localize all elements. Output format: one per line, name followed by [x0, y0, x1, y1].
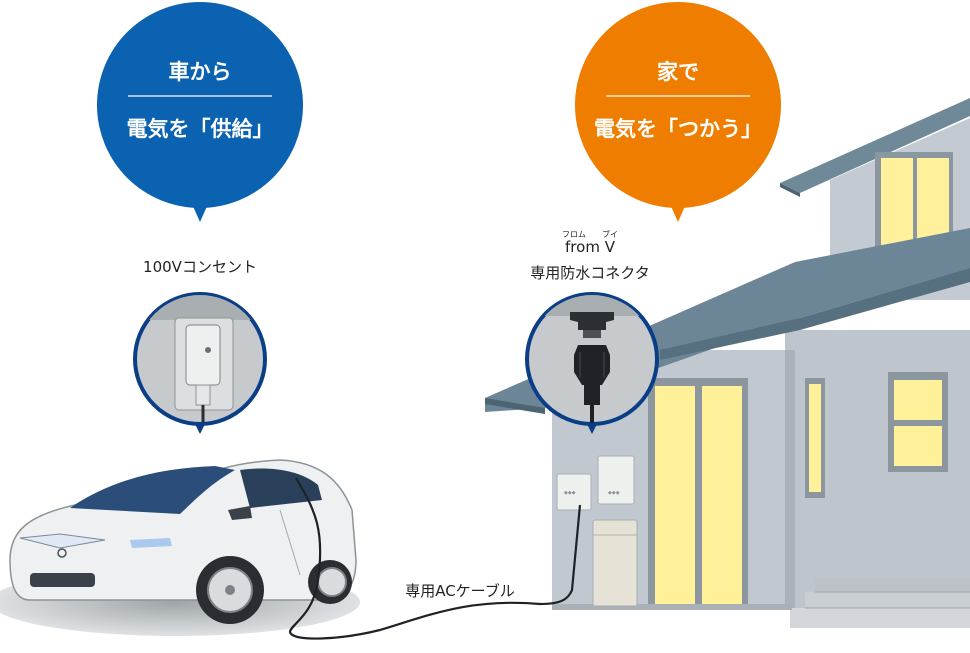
use-bubble-title: 家で [657, 60, 699, 84]
plug-part [574, 345, 610, 385]
connector-ruby-from: フロム [562, 230, 586, 239]
connector-label-desc: 専用防水コネクタ [530, 264, 650, 282]
connector-detail-circle [525, 292, 659, 434]
connector-label-name: from V [565, 238, 615, 256]
ac-cable [288, 477, 582, 640]
cable-label: 専用ACケーブル [405, 582, 515, 600]
connector-ruby-v: ブイ [602, 230, 618, 239]
house-upper-roof [780, 98, 970, 193]
side-window [805, 378, 825, 498]
right-window [888, 372, 948, 472]
supply-bubble-title: 車から [168, 60, 232, 84]
socket-part [570, 312, 614, 330]
electric-car [9, 459, 357, 624]
living-room-window [648, 378, 748, 610]
use-bubble [575, 2, 781, 222]
svg-text:◆◆◆: ◆◆◆ [608, 490, 620, 496]
front-steps [790, 578, 970, 628]
svg-text:◆◆◆: ◆◆◆ [564, 490, 576, 496]
outlet-label: 100Vコンセント [143, 258, 257, 276]
outlet-detail-circle [133, 292, 267, 434]
supply-bubble [97, 2, 303, 222]
outlet-plug [185, 324, 221, 386]
supply-bubble-subtitle: 電気を「供給」 [126, 117, 274, 141]
use-bubble-subtitle: 電気を「つかう」 [594, 117, 762, 141]
power-conditioner-unit: ◆◆◆ ◆◆◆ [556, 455, 638, 607]
